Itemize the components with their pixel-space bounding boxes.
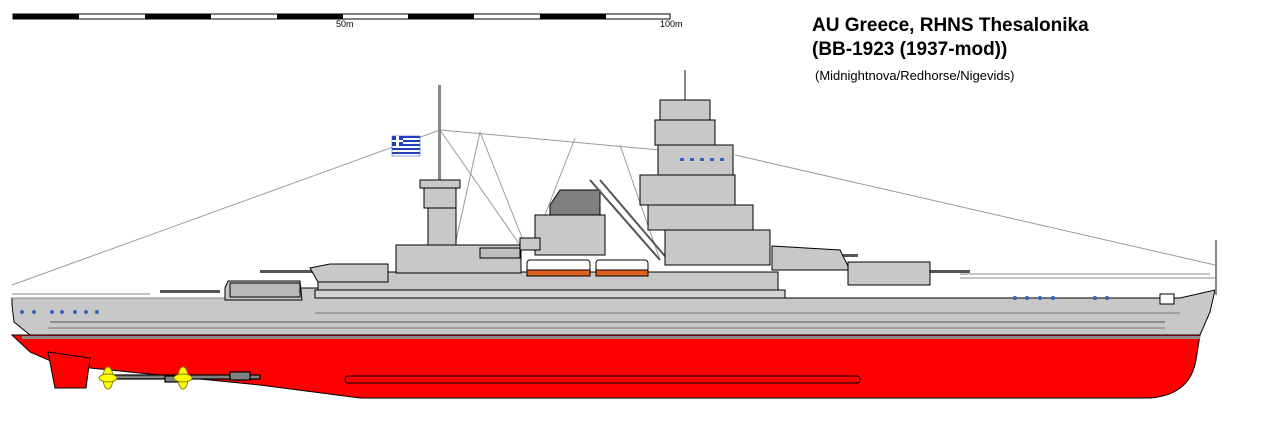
forward-tower	[639, 70, 771, 266]
rigging-lines	[11, 90, 1216, 286]
credits: (Midnightnova/Redhorse/Nigevids)	[815, 68, 1015, 83]
deck-house-mid	[314, 289, 786, 299]
bilge-keel	[344, 375, 861, 384]
scale-bar-segments	[13, 14, 606, 19]
waterline-dark	[22, 336, 1200, 339]
crane	[589, 179, 671, 263]
turret-aft-high	[260, 263, 389, 283]
scale-label-50m: 50m	[336, 19, 354, 29]
propellers	[98, 366, 193, 390]
scale-bar	[12, 13, 671, 20]
rudder	[47, 351, 91, 389]
turret-aft-low	[160, 280, 303, 301]
turret-fwd-high	[771, 245, 858, 271]
ship-title: AU Greece, RHNS Thesalonika	[812, 15, 1089, 36]
ship-class: (BB-1923 (1937-mod))	[812, 39, 1008, 60]
greek-flag	[391, 135, 421, 157]
hull-red	[10, 334, 1201, 399]
scale-label-100m: 100m	[660, 19, 683, 29]
portholes	[20, 296, 1109, 314]
aft-tower	[395, 85, 522, 274]
bow-jackstaff	[1159, 240, 1217, 305]
deck-rails	[12, 273, 1215, 299]
title-block: AU Greece, RHNS Thesalonika (BB-1923 (19…	[812, 14, 1089, 83]
funnel	[519, 189, 606, 256]
turret-fwd-low	[847, 261, 970, 286]
bridge-windows	[680, 158, 724, 161]
boats	[526, 259, 649, 277]
